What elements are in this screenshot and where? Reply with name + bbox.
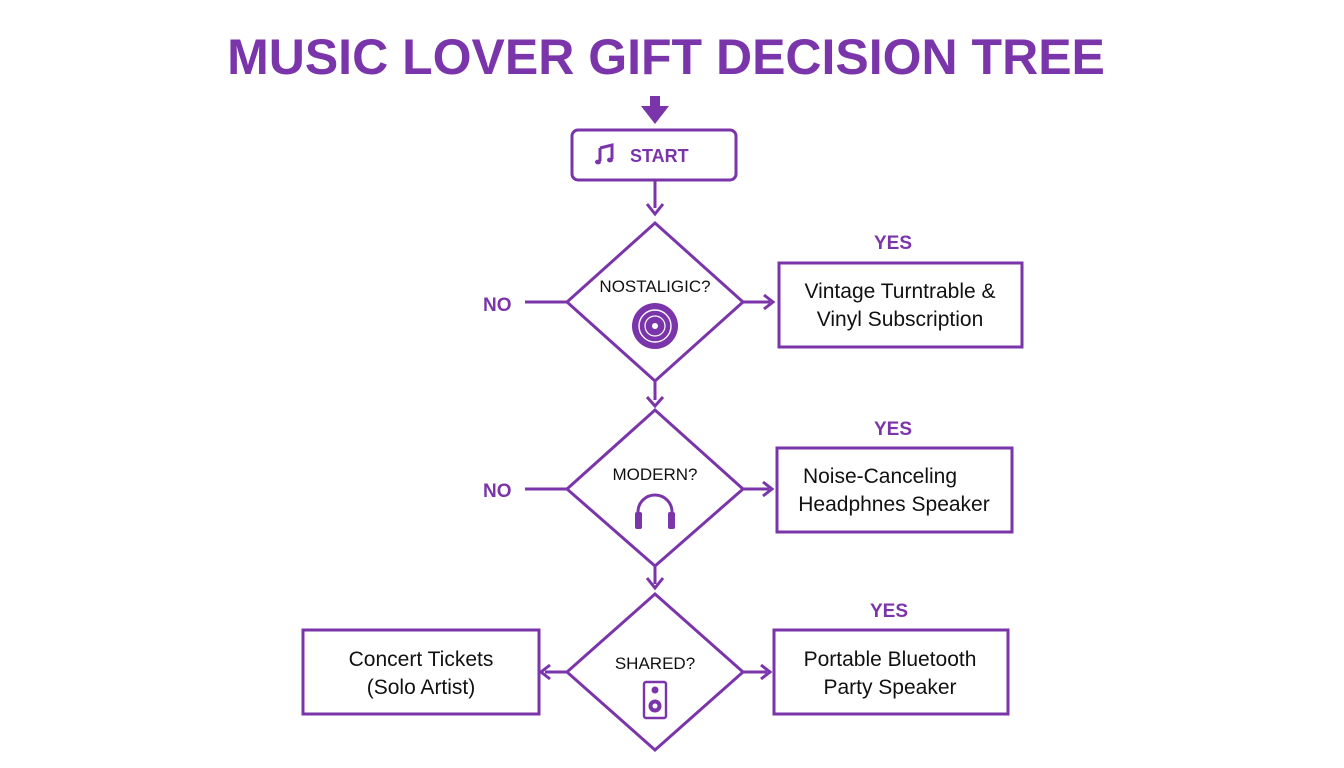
diagram-title: MUSIC LOVER GIFT DECISION TREE — [227, 29, 1105, 85]
arrow-start-q1 — [645, 203, 665, 217]
yes-arrow — [763, 293, 776, 311]
result-line-1: Vintage Turntrable & — [804, 280, 995, 303]
decision-diamond — [564, 220, 746, 384]
entry-arrow-shaft — [650, 96, 660, 108]
question-label: SHARED? — [615, 654, 695, 673]
result-noise-canceling: Noise-Canceling Headphnes Speaker — [775, 446, 1014, 534]
result-line-2: (Solo Artist) — [367, 676, 476, 699]
yes-label: YES — [874, 419, 912, 440]
start-label: START — [630, 146, 689, 166]
yes-arrow — [762, 480, 775, 498]
result-line-2: Headphnes Speaker — [798, 493, 989, 516]
yes-arrow — [760, 663, 773, 681]
result-line-1: Portable Bluetooth — [804, 648, 977, 671]
no-label: NO — [483, 481, 512, 502]
entry-arrow-icon — [641, 106, 669, 124]
question-nostalgic: NOSTALIGIC? — [564, 220, 746, 384]
music-note-icon — [595, 143, 614, 165]
no-label: NO — [483, 295, 512, 316]
result-line-2: Party Speaker — [823, 676, 956, 699]
question-modern: MODERN? — [564, 407, 746, 568]
result-vintage-turntable: Vintage Turntrable & Vinyl Subscription — [777, 261, 1024, 349]
start-node: START — [570, 128, 738, 182]
result-portable-speaker: Portable Bluetooth Party Speaker — [772, 628, 1010, 716]
question-label: MODERN? — [612, 465, 697, 484]
yes-label: YES — [874, 233, 912, 254]
arrow-q2-q3 — [645, 577, 665, 591]
arrow-q1-q2 — [645, 396, 665, 409]
vinyl-record-icon — [632, 303, 678, 349]
question-label: NOSTALIGIC? — [599, 277, 710, 296]
decision-diamond — [564, 407, 746, 568]
speaker-icon — [642, 680, 668, 720]
headphones-icon — [635, 493, 675, 529]
result-line-1: Noise-Canceling — [803, 465, 957, 488]
result-concert-tickets: Concert Tickets (Solo Artist) — [301, 628, 541, 716]
decision-diamond — [564, 591, 746, 753]
question-shared: SHARED? — [564, 591, 746, 753]
result-line-2: Vinyl Subscription — [817, 308, 984, 331]
yes-label: YES — [870, 601, 908, 622]
no-arrow — [538, 663, 551, 681]
result-line-1: Concert Tickets — [349, 648, 494, 671]
